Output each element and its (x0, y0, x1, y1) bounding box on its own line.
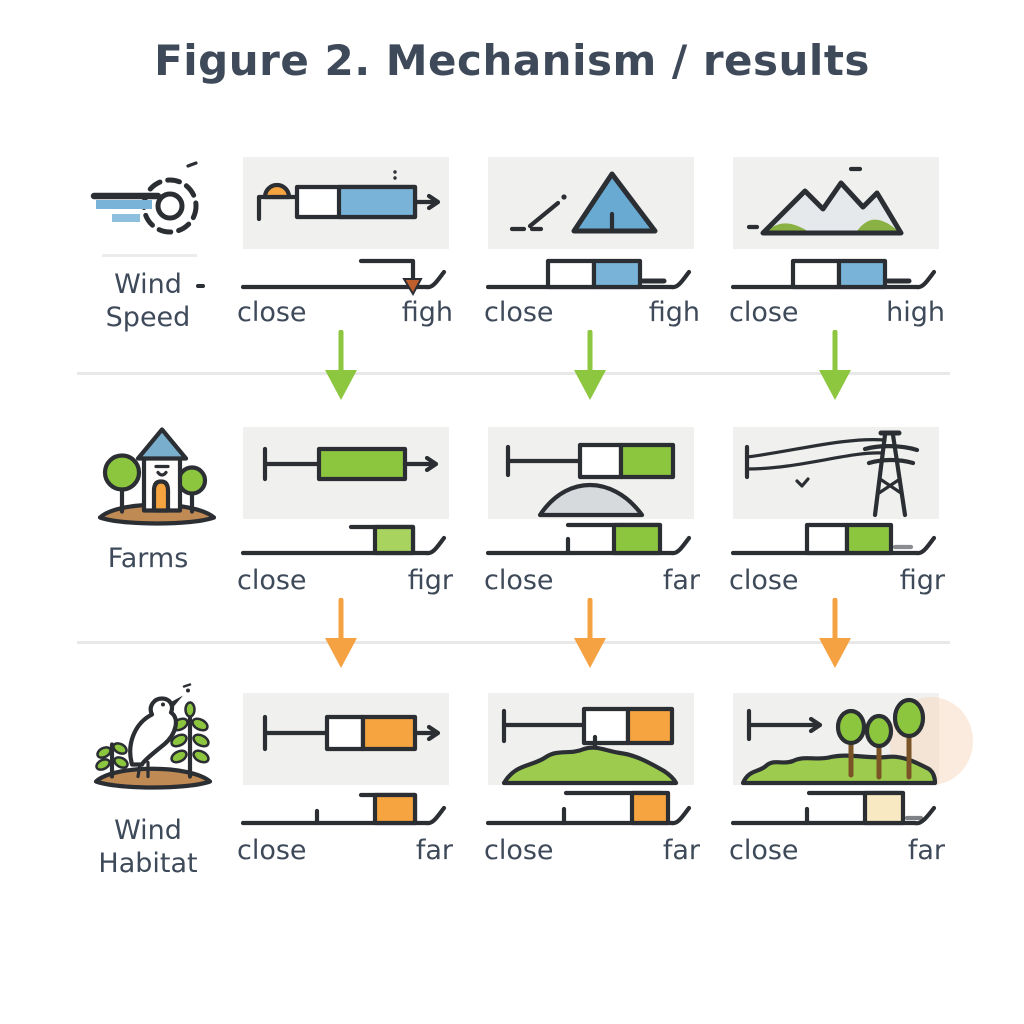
row-divider (77, 641, 950, 644)
axis-labels: close far (237, 835, 453, 866)
row-label-wind-speed: Wind Speed (105, 269, 191, 333)
slider-farms-2 (486, 522, 692, 556)
icon-underline (102, 254, 197, 257)
panel-habitat-hill (488, 693, 694, 786)
close-label: close (237, 835, 307, 866)
far-label: figh (648, 297, 700, 328)
slider-farms-3 (731, 522, 937, 556)
close-label: close (484, 297, 554, 328)
axis-labels: close figh (237, 297, 453, 328)
axis-labels: close figr (237, 565, 453, 596)
axis-labels: close far (484, 835, 700, 866)
far-label: far (415, 835, 453, 866)
panel-farms-range (243, 427, 449, 519)
down-arrow-orange-icon (574, 598, 606, 668)
panel-habitat-forest (733, 693, 973, 786)
panel-habitat-range (243, 693, 449, 785)
close-label: close (237, 565, 307, 596)
far-label: far (907, 835, 945, 866)
slider-habitat-2 (486, 790, 692, 826)
slider-windspeed-1 (241, 258, 447, 297)
slider-farms-1 (241, 524, 447, 556)
down-arrow-green-icon (325, 330, 357, 400)
panel-windspeed-mountains (733, 157, 939, 249)
far-label: high (886, 297, 945, 328)
slider-windspeed-3 (731, 258, 937, 290)
axis-labels: close figh (484, 297, 700, 328)
panel-windspeed-flowmeter (243, 157, 449, 249)
row-label-wind-habitat: Wind Habitat (98, 815, 198, 879)
close-label: close (484, 835, 554, 866)
axis-labels: close high (729, 297, 945, 328)
down-arrow-green-icon (819, 330, 851, 400)
slider-habitat-3 (731, 790, 937, 826)
row-divider (77, 372, 950, 375)
slider-habitat-1 (241, 792, 447, 826)
close-label: close (484, 565, 554, 596)
panel-farms-powerlines (733, 427, 939, 519)
close-label: close (237, 297, 307, 328)
farm-icon (97, 427, 217, 526)
far-label: figr (407, 565, 453, 596)
row-label-farms: Farms (107, 543, 189, 574)
far-label: figr (899, 565, 945, 596)
panel-windspeed-ramp (488, 157, 694, 249)
far-label: figh (401, 297, 453, 328)
close-label: close (729, 297, 799, 328)
down-arrow-orange-icon (819, 598, 851, 668)
axis-labels: close far (729, 835, 945, 866)
stray-mark (196, 284, 205, 288)
down-arrow-green-icon (574, 330, 606, 400)
far-label: far (662, 565, 700, 596)
bird-habitat-icon (93, 683, 213, 790)
figure-title: Figure 2. Mechanism / results (154, 36, 870, 85)
axis-labels: close figr (729, 565, 945, 596)
wind-speed-icon (90, 161, 199, 235)
close-label: close (729, 835, 799, 866)
close-label: close (729, 565, 799, 596)
slider-windspeed-2 (486, 258, 692, 290)
far-label: far (662, 835, 700, 866)
axis-labels: close far (484, 565, 700, 596)
panel-farms-hill (488, 427, 694, 519)
down-arrow-orange-icon (325, 598, 357, 668)
